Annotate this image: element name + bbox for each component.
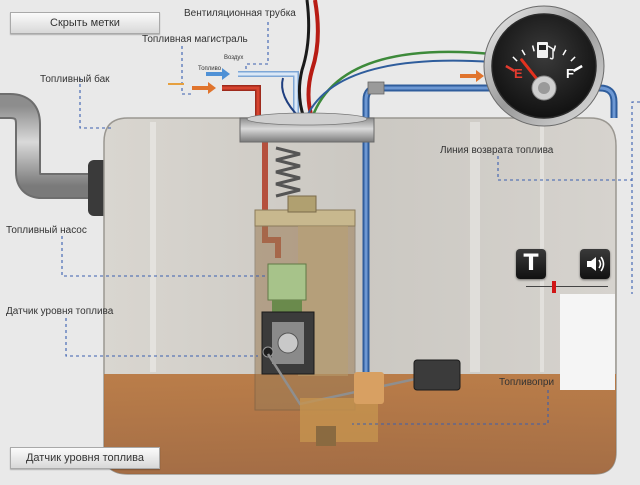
pump-module-flange (239, 112, 375, 143)
gauge-tick (512, 56, 518, 62)
fuel-intake-label: Топливопри (499, 377, 555, 388)
gauge-tick (505, 64, 516, 73)
vent-tube (238, 71, 299, 118)
hide-labels-button[interactable]: Скрыть метки (10, 12, 160, 34)
fuel-pump-icon (537, 42, 554, 60)
gauge-tick (553, 45, 557, 52)
filler-neck-pipe (0, 93, 110, 216)
gauge-tick (570, 56, 576, 62)
temperature-icon: T (523, 251, 539, 276)
info-panel (560, 294, 615, 390)
fuel-tank-label: Топливный бак (40, 74, 110, 85)
level-sensor (261, 311, 315, 375)
air-flow-label: Воздух (224, 55, 244, 61)
gauge-tick (531, 45, 535, 52)
fuel-return-line-label: Линия возврата топлива (440, 145, 554, 156)
sensor-wires (281, 0, 493, 119)
label-leader-lines (61, 22, 640, 425)
temperature-button[interactable]: T (516, 249, 546, 279)
fuel-level-sensor-button[interactable]: Датчик уровня топлива (10, 447, 160, 469)
fuel-level-sensor-label: Датчик уровня топлива (6, 306, 114, 317)
fuel-pump (267, 263, 307, 312)
gauge-full-label: F (566, 66, 574, 81)
sound-button[interactable] (580, 249, 610, 279)
speaker-icon (587, 256, 605, 272)
fuel-gauge: E F (483, 5, 605, 127)
pump-module-housing (254, 195, 356, 411)
fuel-pump-label: Топливный насос (6, 225, 87, 236)
volume-slider-track (526, 286, 608, 287)
volume-slider[interactable] (526, 280, 608, 294)
fuel-intake-filter (300, 372, 384, 446)
fuel-flow-label: Топливо (198, 66, 222, 72)
tank-reflections (150, 122, 544, 372)
fuel-line-label: Топливная магистраль (142, 34, 248, 45)
volume-slider-thumb[interactable] (551, 281, 556, 293)
gauge-empty-label: E (514, 66, 523, 81)
vent-tube-label: Вентиляционная трубка (184, 8, 296, 19)
gauge-tick (521, 49, 526, 56)
flow-arrows (168, 68, 484, 94)
module-spring (275, 146, 301, 198)
gauge-tick (572, 64, 583, 73)
gauge-tick (562, 49, 567, 56)
